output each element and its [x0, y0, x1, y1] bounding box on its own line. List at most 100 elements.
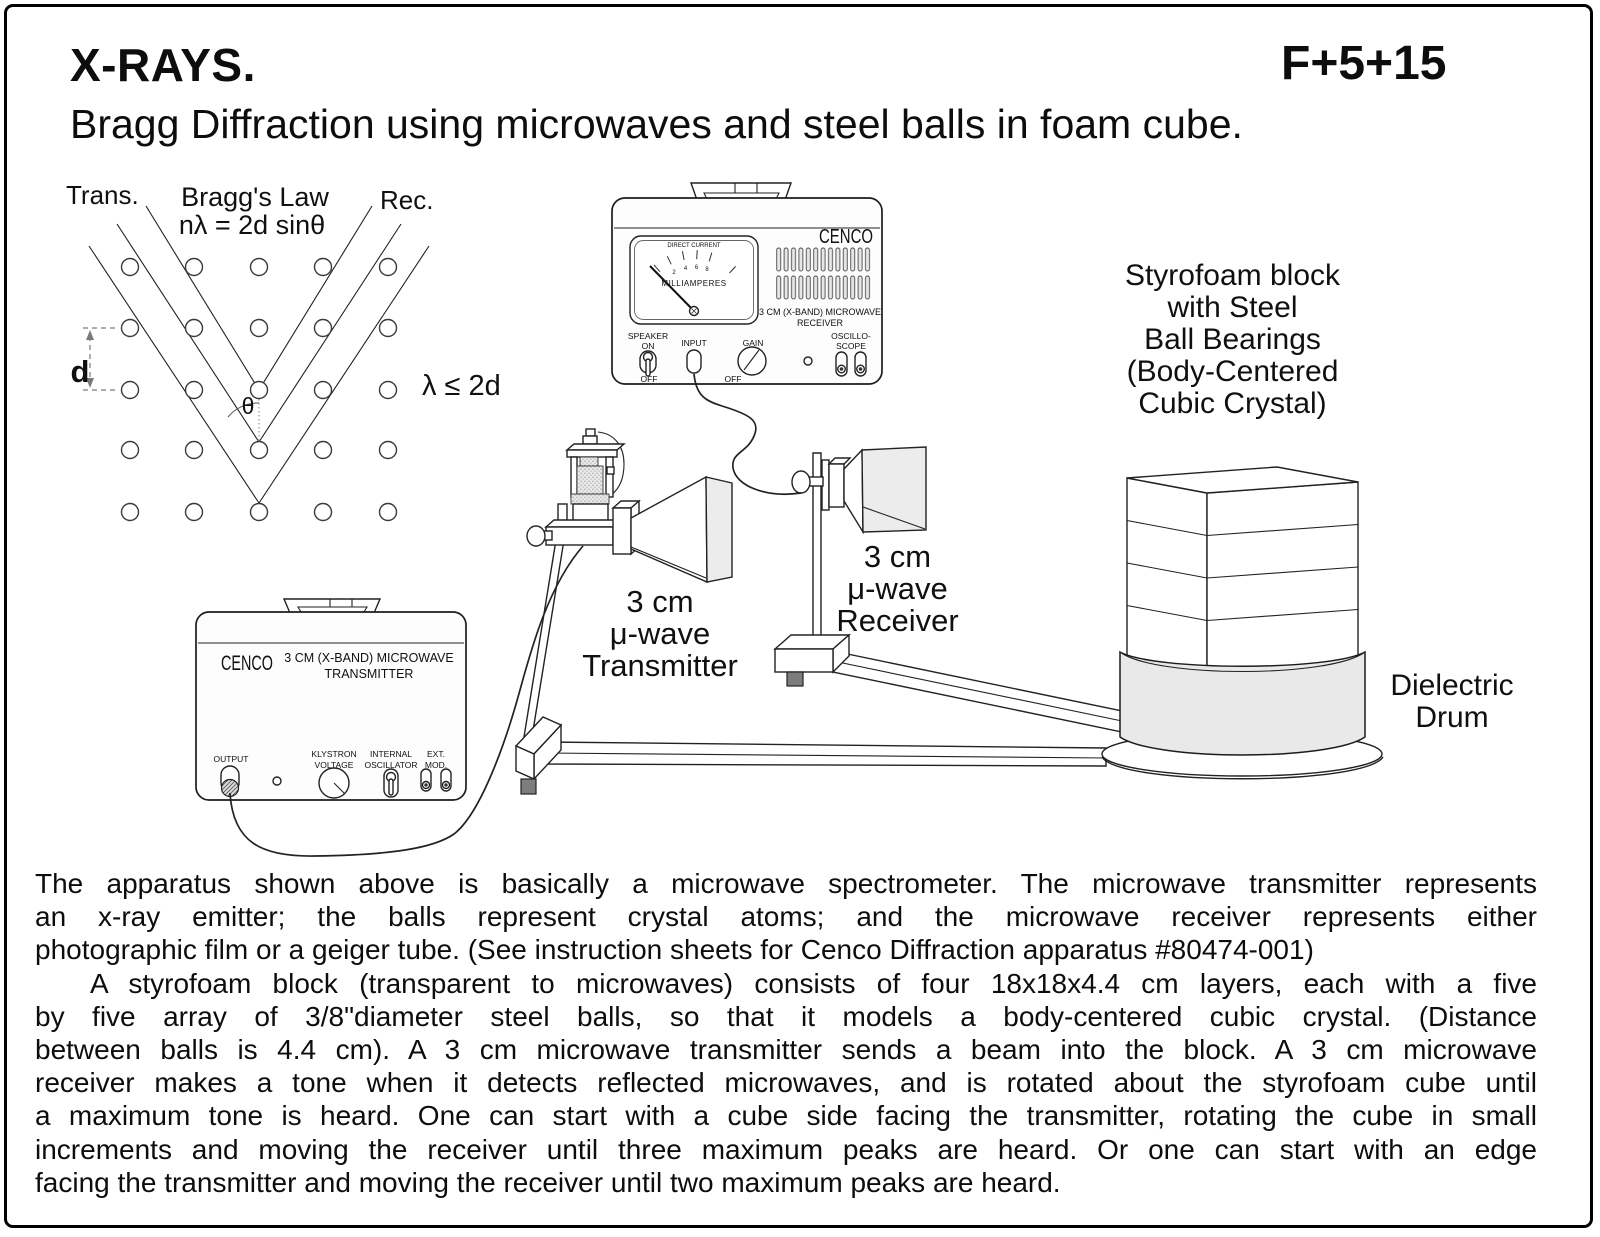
oscilloscope-jacks: OSCILLO- SCOPE [831, 331, 871, 377]
braggs-law-formula: nλ = 2d sinθ [179, 210, 325, 240]
transmitter-rail [544, 741, 1107, 767]
page-subtitle: Bragg Diffraction using microwaves and s… [70, 101, 1243, 147]
tick-label: 4 [684, 266, 688, 272]
svg-text:VOLTAGE: VOLTAGE [315, 760, 354, 770]
receiver-arm [832, 650, 1123, 733]
speaker-grille [775, 246, 871, 303]
page-title: X-RAYS. [70, 39, 256, 91]
styrofoam-block [1126, 466, 1359, 676]
lattice-atom [184, 380, 204, 400]
body-text-line: A styrofoam block (transparent to microw… [90, 967, 1537, 999]
input-cable [693, 373, 802, 495]
output-cable [229, 545, 584, 857]
d-spacing-marker [83, 327, 119, 391]
stand-clamp [526, 519, 623, 547]
internal-oscillator-toggle: INTERNAL OSCILLATOR [364, 749, 418, 798]
lattice-atom [120, 257, 140, 277]
svg-text:GAIN: GAIN [743, 338, 764, 348]
body-text-line: facing the transmitter and moving the re… [35, 1166, 1061, 1198]
receiver-horn-label: 3 cm μ-wave Receiver [836, 539, 959, 638]
carry-handle [690, 182, 792, 201]
lattice-atom [120, 318, 140, 338]
body-text-line: between balls is 4.4 cm). A 3 cm microwa… [35, 1034, 1537, 1066]
pilot-hole [803, 356, 813, 366]
trans-label: Trans. [66, 180, 139, 210]
body-text-line: a maximum tone is heard. One can start w… [35, 1100, 1537, 1132]
theta-label: θ [242, 393, 255, 419]
body-text-line: increments and moving the receiver until… [35, 1133, 1537, 1165]
tick-label: 2 [672, 270, 676, 276]
lattice-atom [313, 380, 333, 400]
rec-label: Rec. [380, 185, 433, 215]
lattice-atom [378, 502, 398, 522]
stand-foot [786, 671, 804, 687]
model-line1: 3 CM (X-BAND) MICROWAVE [284, 651, 453, 665]
svg-text:EXT.: EXT. [427, 749, 445, 759]
transmitter-horn [630, 475, 733, 584]
lattice-atom [184, 440, 204, 460]
braggs-law-title: Bragg's Law [181, 182, 329, 212]
tick-label: 6 [695, 265, 699, 271]
svg-text:INTERNAL: INTERNAL [370, 749, 412, 759]
carry-handle [282, 598, 382, 614]
body-text-line: photographic film or a geiger tube. (See… [35, 934, 1314, 966]
svg-text:MOD.: MOD. [425, 760, 447, 770]
body-text-line: receiver makes a tone when it detects re… [35, 1067, 1537, 1099]
lattice-atom [249, 380, 269, 400]
receiver-box: DIRECT CURRENT 2 4 6 8 MILLIAMPERES [611, 182, 883, 385]
body-text-line: The apparatus shown above is basically a… [35, 868, 1537, 899]
brand-logo: CENCO [221, 652, 273, 675]
block-layer-lines [1126, 519, 1359, 622]
lattice-atom [313, 502, 333, 522]
gain-knob: GAIN OFF [725, 338, 767, 384]
svg-text:INPUT: INPUT [681, 338, 707, 348]
model-line1: 3 CM (X-BAND) MICROWAVE [759, 307, 881, 317]
panel-meter: DIRECT CURRENT 2 4 6 8 MILLIAMPERES [629, 235, 759, 325]
stand-rod [522, 539, 565, 744]
transmitter-box: CENCO 3 CM (X-BAND) MICROWAVE TRANSMITTE… [195, 598, 467, 801]
svg-text:OSCILLO-: OSCILLO- [831, 331, 871, 341]
meter-needle [649, 265, 695, 312]
lattice-atom [120, 380, 140, 400]
lattice-atom [249, 502, 269, 522]
model-line2: TRANSMITTER [325, 667, 414, 681]
catalog-code: F+5+15 [1281, 37, 1447, 90]
lattice-atom [184, 318, 204, 338]
lattice-atom [378, 318, 398, 338]
svg-text:OFF: OFF [725, 374, 742, 384]
lattice-atom [249, 318, 269, 338]
styrofoam-block-label: Styrofoam block with Steel Ball Bearings… [1124, 259, 1341, 420]
stand-foot [520, 778, 537, 795]
lattice-atom [120, 502, 140, 522]
lattice-atom [378, 257, 398, 277]
meter-units: MILLIAMPERES [661, 279, 726, 288]
meter-heading: DIRECT CURRENT [667, 243, 721, 249]
svg-text:OUTPUT: OUTPUT [214, 754, 249, 764]
dielectric-drum [1119, 650, 1366, 756]
lattice-atom [313, 440, 333, 460]
clamp-knob [791, 470, 811, 494]
svg-text:SCOPE: SCOPE [836, 341, 866, 351]
pilot-hole [272, 776, 282, 786]
receiver-stand [773, 446, 927, 687]
transmitter-horn-label: 3 cm μ-wave Transmitter [582, 584, 738, 683]
meter-ticks [653, 250, 736, 274]
lattice-atom [120, 440, 140, 460]
ext-mod-jacks: EXT. MOD. [420, 749, 452, 792]
dielectric-drum-label: Dielectric Drum [1390, 669, 1514, 734]
bragg-diagram: Trans. Bragg's Law nλ = 2d sinθ Rec. d θ… [66, 180, 501, 522]
tick-label: 8 [705, 267, 709, 273]
lattice-atom [378, 380, 398, 400]
model-line2: RECEIVER [797, 318, 844, 328]
clamp-knob [526, 525, 546, 547]
lattice-atom [378, 440, 398, 460]
speaker-toggle: SPEAKER ON OFF [628, 331, 668, 384]
stand-base [773, 633, 851, 687]
lattice-atom [249, 257, 269, 277]
lattice-dots [120, 257, 398, 522]
body-text-line: an x-ray emitter; the balls represent cr… [35, 901, 1537, 933]
lattice-atom [313, 257, 333, 277]
description-text: The apparatus shown above is basically a… [35, 867, 1537, 1199]
brand-logo: CENCO [819, 226, 873, 248]
theta-arc [227, 402, 260, 418]
